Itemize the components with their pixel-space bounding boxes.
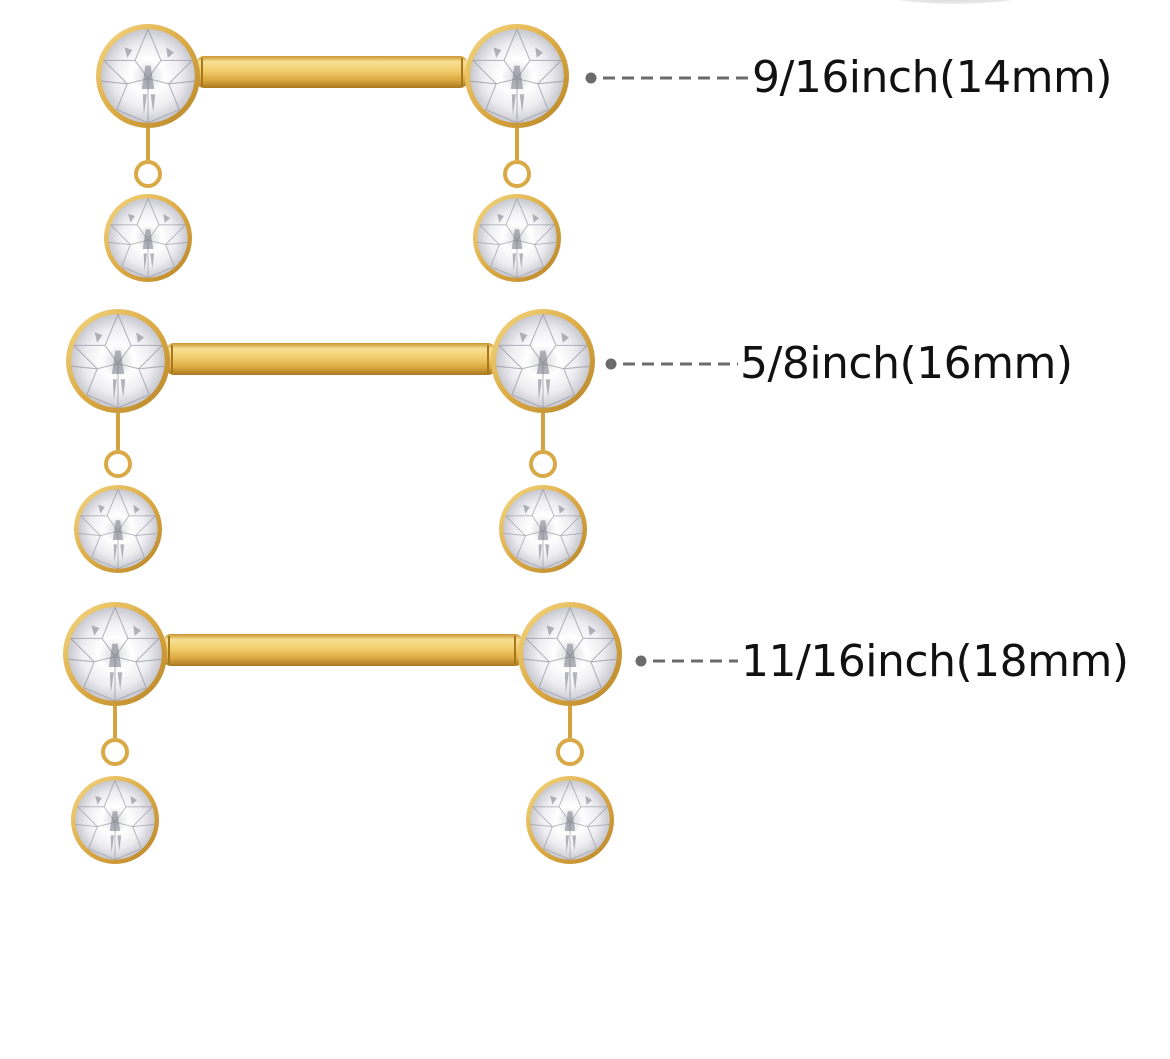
dangle-left-gem bbox=[71, 776, 159, 864]
size-label-16mm: 5/8inch(16mm) bbox=[740, 338, 1073, 389]
size-label-14mm: 9/16inch(14mm) bbox=[752, 52, 1113, 103]
leader-line-14mm bbox=[585, 72, 748, 84]
dangle-left-gem bbox=[74, 485, 162, 573]
bar bbox=[163, 634, 523, 666]
dangle-right-gem bbox=[499, 485, 587, 573]
top-left-gem bbox=[66, 309, 170, 413]
decorative-shadow bbox=[880, 0, 1030, 4]
size-label-18mm: 11/16inch(18mm) bbox=[741, 636, 1129, 687]
bar bbox=[166, 343, 496, 375]
top-left-gem bbox=[63, 602, 167, 706]
bar bbox=[196, 56, 468, 88]
barbell-14mm bbox=[96, 24, 569, 282]
top-right-gem bbox=[518, 602, 622, 706]
barbell-16mm bbox=[66, 309, 595, 573]
dangle-right-gem bbox=[473, 194, 561, 282]
top-right-gem bbox=[491, 309, 595, 413]
dangle-left-gem bbox=[104, 194, 192, 282]
leader-line-18mm bbox=[635, 655, 738, 667]
top-right-gem bbox=[465, 24, 569, 128]
dangle-right-gem bbox=[526, 776, 614, 864]
leader-line-16mm bbox=[605, 358, 738, 370]
barbell-18mm bbox=[63, 602, 622, 864]
top-left-gem bbox=[96, 24, 200, 128]
